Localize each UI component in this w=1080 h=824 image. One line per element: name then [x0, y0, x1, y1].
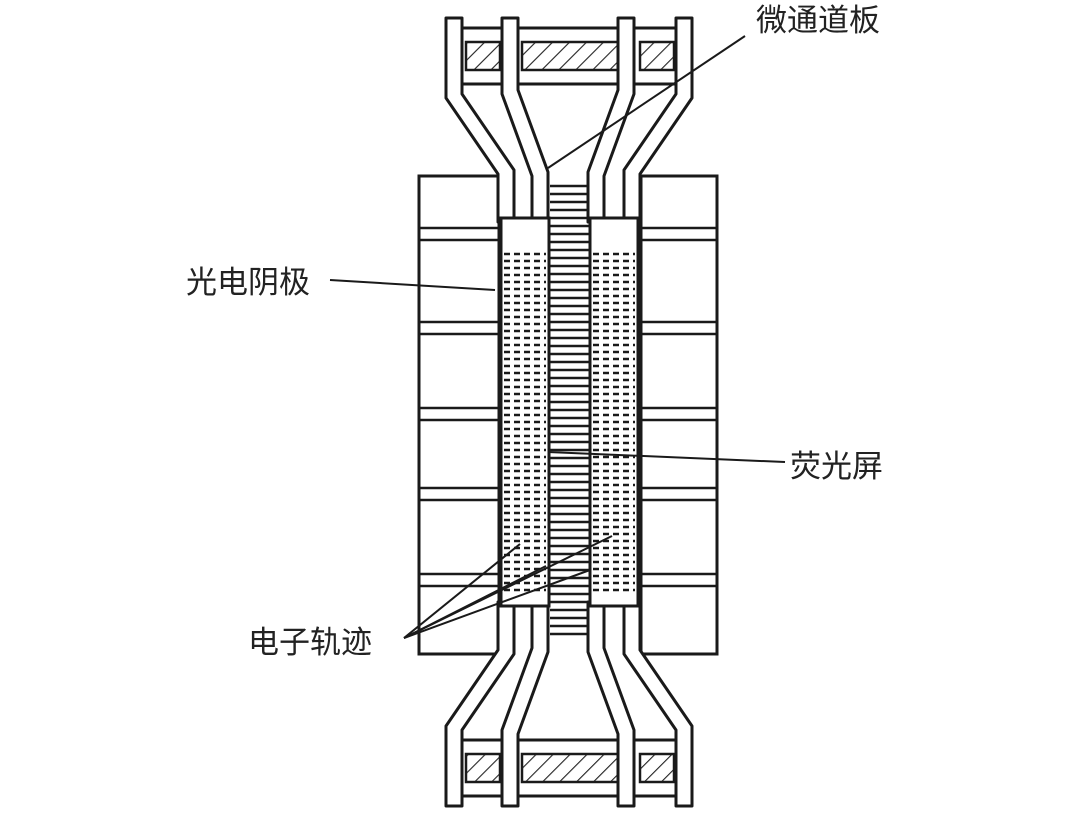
- label-phosphor-screen: 荧光屏: [790, 449, 883, 485]
- plate-channel-dashes: [504, 252, 635, 592]
- leader-microchannel-plate: [547, 35, 746, 169]
- leader-photocathode: [329, 279, 496, 291]
- housing: [417, 174, 719, 656]
- bottom-window: [446, 738, 690, 798]
- label-photocathode: 光电阴极: [186, 265, 310, 301]
- leader-electron-trajectory-3: [403, 535, 613, 639]
- leader-phosphor-screen: [547, 451, 786, 463]
- leader-electron-trajectory-4: [403, 569, 591, 639]
- top-window: [446, 26, 690, 86]
- leader-electron-trajectory-1: [403, 543, 521, 639]
- center-stack: [550, 184, 589, 636]
- label-electron-trajectory: 电子轨迹: [248, 625, 372, 661]
- label-microchannel-plate: 微通道板: [756, 3, 880, 39]
- bent-leads: [444, 16, 694, 808]
- leader-lines: [329, 35, 786, 639]
